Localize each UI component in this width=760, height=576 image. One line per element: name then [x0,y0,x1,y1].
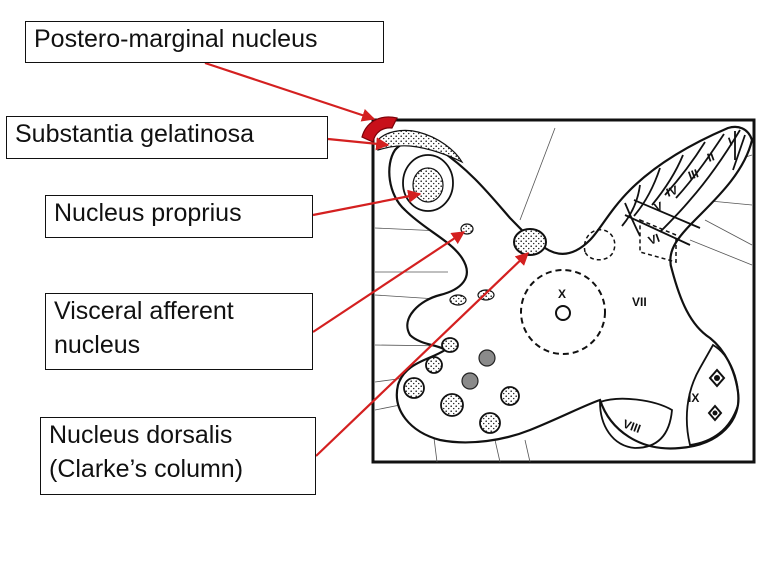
arrow-nucleus-proprius [312,189,422,217]
lamina-label-ix: IX [688,391,699,405]
nucleus-proprius-label: Nucleus proprius [54,199,242,227]
nucleus-proprius-core [412,167,444,203]
nucleus-dorsalis-label-line2: (Clarke’s column) [49,455,244,483]
lamina-label-viii: VIII [621,417,643,436]
lamina-label-iv: IV [664,183,679,200]
arrow-visceral-afferent [312,231,466,333]
ventral-motor-nuclei [403,337,520,434]
annotation-arrows [204,61,529,457]
gray-dot [461,372,479,390]
dashed-nucleus [583,229,616,261]
substantia-gelatinosa-label: Substantia gelatinosa [15,120,255,148]
nucleus-dorsalis-label-line1: Nucleus dorsalis [49,421,233,449]
arrow-substantia-gelatinosa [327,137,390,151]
dorsal-horn-laminae [621,129,746,246]
postero-marginal-label: Postero-marginal nucleus [34,25,318,53]
postero-marginal-label-box: Postero-marginal nucleus [25,21,384,63]
lamina-label-iii: III [686,166,700,183]
arrow-nucleus-dorsalis [315,252,529,457]
arrow-postero-marginal [204,61,376,122]
visceral-afferent-label-line2: nucleus [54,331,141,359]
visceral-afferent-label-line1: Visceral afferent [54,297,234,325]
small-nucleus [449,294,467,306]
lamina-x-boundary [520,269,606,355]
nucleus-proprius-label-box: Nucleus proprius [45,195,313,238]
postero-marginal-nucleus-region [361,116,398,143]
lamina-label-vii: VII [632,295,647,309]
visceral-afferent-label-box: Visceral afferent nucleus [45,293,313,370]
lamina-label-x: X [558,287,566,301]
lamina-label-ii: II [705,149,716,164]
gray-dot [478,349,496,367]
lamina-ix-region [685,343,740,447]
substantia-gelatinosa-region [377,129,464,164]
lamina-viii-region [599,397,673,449]
lamina-ix-nucleus-core [712,410,718,416]
nucleus-dorsalis-region [513,228,547,256]
substantia-gelatinosa-label-box: Substantia gelatinosa [6,116,328,159]
nucleus-dorsalis-label-box: Nucleus dorsalis (Clarke’s column) [40,417,316,495]
lamina-ix-nucleus-core [714,375,720,381]
lamina-vi-dashed [639,218,677,263]
central-canal [555,305,571,321]
lamina-label-vi: VI [646,231,661,248]
lamina-label-i: I [726,135,734,149]
